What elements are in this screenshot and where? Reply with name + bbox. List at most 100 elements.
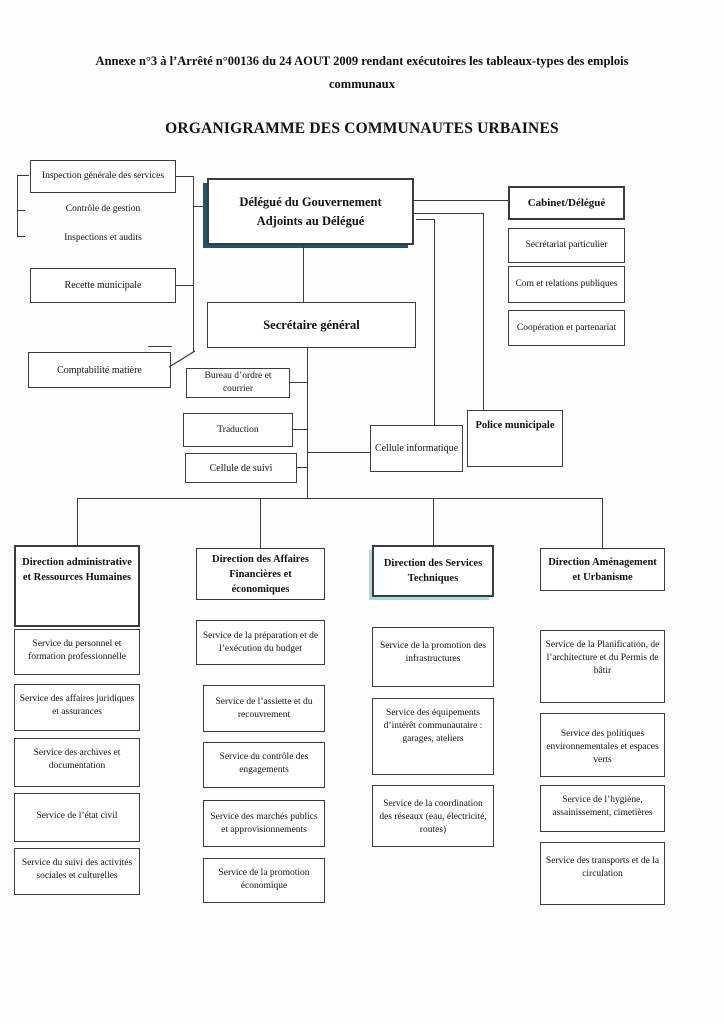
connector-delegue-to-secretaire <box>303 245 304 302</box>
box-comptabilite-matiere-label: Comptabilité matière <box>57 364 142 376</box>
direction-services-techniques-label: Direction des Services Techniques <box>383 558 483 584</box>
annexe-heading-line2: communaux <box>329 77 395 91</box>
box-direction-administrative: Direction administrative et Ressources H… <box>14 545 140 627</box>
service-label: Service de l’état civil <box>36 811 118 821</box>
delegue-line1: Délégué du Gouvernement <box>239 194 382 209</box>
drop-direction-2 <box>260 498 261 548</box>
service-box: Service des équipements d’intérêt commun… <box>372 698 494 775</box>
service-label: Service des affaires juridiques et assur… <box>19 694 135 717</box>
com-relations-publiques-label: Com et relations publiques <box>515 279 618 289</box>
box-cellule-suivi: Cellule de suivi <box>185 453 297 483</box>
box-inspection-generale: Inspection générale des services <box>30 160 176 193</box>
cellule-informatique-label: Cellule informatique <box>374 443 459 454</box>
box-com-relations-publiques: Com et relations publiques <box>508 266 625 303</box>
stray-line-above-comptabilite <box>148 346 172 347</box>
direction-amenagement-label: Direction Aménagement et Urbanisme <box>548 556 657 583</box>
service-label: Service de l’hygiène, assainissement, ci… <box>552 795 653 818</box>
service-label: Service du personnel et formation profes… <box>28 639 126 662</box>
label-controle-gestion: Contrôle de gestion <box>65 204 141 214</box>
connector-cellule-informatique <box>308 452 370 453</box>
service-label: Service de l’assiette et du recouvrement <box>215 696 313 720</box>
bracket-vertical-line <box>17 175 18 237</box>
box-recette-municipale: Recette municipale <box>30 268 176 303</box>
service-label: Service des archives et documentation <box>33 748 121 771</box>
box-cellule-informatique: Cellule informatique <box>370 425 463 472</box>
elbow-police-vertical <box>483 213 484 410</box>
police-municipale-label: Police municipale <box>475 420 555 431</box>
drop-direction-1 <box>77 498 78 545</box>
service-box: Service de la promotion des infrastructu… <box>372 627 494 687</box>
page-title: ORGANIGRAMME DES COMMUNAUTES URBAINES <box>165 120 559 137</box>
box-police-municipale: Police municipale <box>467 410 563 467</box>
service-label: Service de la préparation et de l’exécut… <box>202 630 319 654</box>
drop-direction-3 <box>433 498 434 545</box>
box-delegue-gouvernement: Délégué du Gouvernement Adjoints au Délé… <box>207 178 414 245</box>
bracket-tick-bottom <box>17 236 25 237</box>
service-label: Service de la promotion des infrastructu… <box>379 641 487 664</box>
connector-delegue-to-cabinet <box>414 200 508 201</box>
service-label: Service de la promotion économique <box>218 868 310 891</box>
elbow-police-horizontal <box>414 213 483 214</box>
service-box: Service du personnel et formation profes… <box>14 629 140 675</box>
elbow-informatique-horizontal <box>416 219 434 220</box>
box-bureau-ordre: Bureau d’ordre et courrier <box>186 368 290 398</box>
connector-cellule-suivi <box>297 467 307 468</box>
box-recette-municipale-label: Recette municipale <box>64 280 142 291</box>
service-label: Service des politiques environnementales… <box>546 729 659 765</box>
service-box: Service du contrôle des engagements <box>203 742 325 788</box>
service-box: Service de la préparation et de l’exécut… <box>196 620 325 665</box>
service-label: Service de la coordination des réseaux (… <box>379 799 487 835</box>
connector-bureau <box>290 382 307 383</box>
box-cooperation-partenariat: Coopération et partenariat <box>508 310 625 346</box>
service-label: Service des transports et de la circulat… <box>545 856 660 879</box>
distribution-line <box>77 498 603 499</box>
cooperation-partenariat-label: Coopération et partenariat <box>516 322 617 333</box>
box-cabinet-delegue: Cabinet/Délégué <box>508 186 625 220</box>
connector-trunk-to-delegue <box>193 206 207 207</box>
left-trunk-vertical <box>193 176 194 352</box>
direction-administrative-label: Direction administrative et Ressources H… <box>22 557 132 583</box>
traduction-label: Traduction <box>217 424 259 435</box>
box-traduction: Traduction <box>183 413 293 447</box>
box-direction-affaires-financieres: Direction des Affaires Financières et éc… <box>196 548 325 600</box>
box-comptabilite-matiere: Comptabilité matière <box>28 352 171 388</box>
service-label: Service du suivi des activités sociales … <box>21 858 133 881</box>
delegue-line2: Adjoints au Délégué <box>256 213 365 228</box>
service-box: Service de la Planification, de l’archit… <box>540 630 665 703</box>
label-inspections-audits: Inspections et audits <box>64 233 142 243</box>
box-direction-services-techniques: Direction des Services Techniques <box>372 545 494 597</box>
connector-traduction <box>293 429 307 430</box>
central-trunk-vertical <box>307 348 308 498</box>
service-box: Service du suivi des activités sociales … <box>14 848 140 895</box>
box-inspection-generale-label: Inspection générale des services <box>41 171 165 181</box>
service-label: Service de la Planification, de l’archit… <box>545 640 660 676</box>
service-label: Service des équipements d’intérêt commun… <box>383 708 483 744</box>
box-direction-amenagement: Direction Aménagement et Urbanisme <box>540 548 665 591</box>
diagonal-connector-comptabilite <box>168 350 196 368</box>
bureau-ordre-label: Bureau d’ordre et courrier <box>204 371 272 394</box>
service-box: Service de l’hygiène, assainissement, ci… <box>540 785 665 832</box>
service-box: Service de l’assiette et du recouvrement <box>203 685 325 732</box>
connector-inspection-to-trunk <box>176 176 193 177</box>
bracket-tick-top <box>17 175 29 176</box>
service-box: Service des transports et de la circulat… <box>540 842 665 905</box>
bracket-tick-middle <box>17 210 25 211</box>
box-secretaire-general: Secrétaire général <box>207 302 416 348</box>
service-box: Service des politiques environnementales… <box>540 713 665 777</box>
service-box: Service de l’état civil <box>14 793 140 842</box>
service-label: Service du contrôle des engagements <box>219 752 309 775</box>
elbow-informatique-vertical <box>434 219 435 425</box>
service-box: Service des affaires juridiques et assur… <box>14 684 140 731</box>
connector-recette-to-trunk <box>176 285 193 286</box>
service-box: Service des marchés publics et approvisi… <box>203 800 325 847</box>
secretaire-general-label: Secrétaire général <box>263 317 360 332</box>
box-secretariat-particulier: Secrétariat particulier <box>508 228 625 263</box>
service-box: Service de la coordination des réseaux (… <box>372 785 494 847</box>
service-box: Service des archives et documentation <box>14 738 140 787</box>
service-box: Service de la promotion économique <box>203 858 325 903</box>
service-label: Service des marchés publics et approvisi… <box>210 811 318 835</box>
direction-affaires-financieres-label: Direction des Affaires Financières et éc… <box>211 553 309 595</box>
annexe-heading-line1: Annexe n°3 à l’Arrêté n°00136 du 24 AOUT… <box>95 54 629 68</box>
drop-direction-4 <box>602 498 603 548</box>
